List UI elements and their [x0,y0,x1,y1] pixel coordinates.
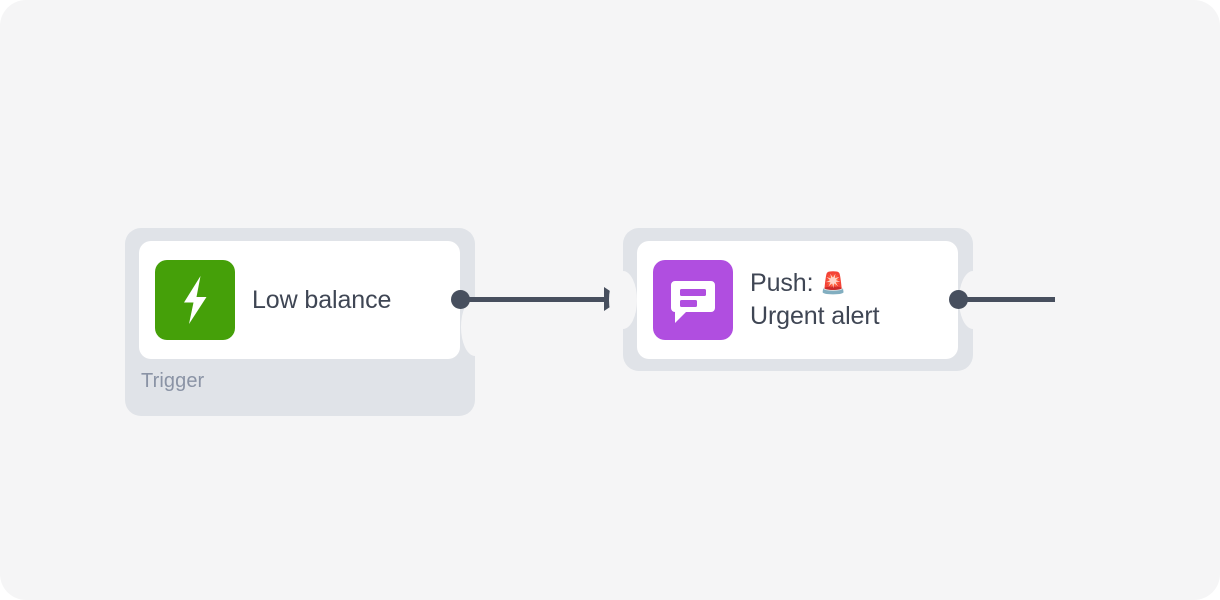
flow-node-trigger-card[interactable]: Low balance [139,241,460,359]
flow-node-push-title: Push: 🚨 Urgent alert [750,267,880,333]
wire-trigger-to-push [460,297,608,302]
rotating-light-emoji: 🚨 [820,272,847,295]
trailing-wire [958,297,1055,302]
flow-node-push-title-line2: Urgent alert [750,302,880,330]
flow-node-push-title-line1: Push: [750,269,821,297]
flow-node-trigger[interactable]: Low balance Trigger [125,228,489,416]
lightning-bolt-icon [155,260,235,340]
flow-node-trigger-title: Low balance [252,285,392,314]
flow-node-push[interactable]: Push: 🚨 Urgent alert [609,228,987,371]
chat-bubble-icon [653,260,733,340]
input-port-notch-push [609,271,637,329]
output-port-notch-trigger [461,298,489,356]
flow-node-push-card[interactable]: Push: 🚨 Urgent alert [637,241,958,359]
flow-node-trigger-label: Trigger [141,370,205,392]
